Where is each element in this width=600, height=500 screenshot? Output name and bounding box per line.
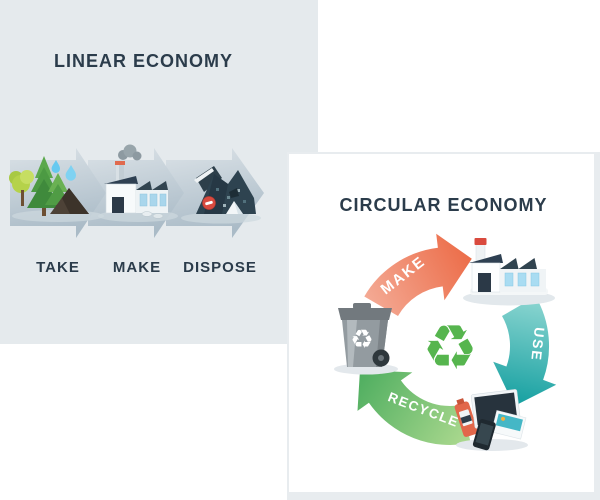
battery-terminal [456, 398, 465, 406]
prohibition-sign-icon [202, 196, 216, 210]
factory-window [159, 193, 167, 207]
factory-window [139, 193, 148, 207]
step-label-dispose: DISPOSE [183, 259, 257, 276]
sign-bar [205, 200, 213, 206]
factory-window [517, 272, 527, 287]
step-label-make: MAKE [112, 259, 162, 276]
product-sneaker [141, 211, 153, 217]
circular-economy-title: CIRCULAR ECONOMY [339, 195, 548, 215]
linear-flow-graphic [9, 144, 264, 238]
factory-window [504, 272, 514, 287]
bin-lid-handle [353, 303, 371, 309]
water-drops-icon [51, 160, 76, 181]
chimney-cap [115, 161, 125, 165]
factory-window [149, 193, 158, 207]
circular-economy-panel: CIRCULAR ECONOMY MAKE [287, 152, 600, 500]
make-arrow [364, 233, 472, 316]
trees-illustration [9, 156, 104, 222]
leafy-tree-canopy [20, 170, 34, 184]
raw-material-mound-shade [62, 188, 89, 214]
recycle-symbol-icon: ♻ [422, 311, 478, 384]
electronics-shadow [456, 439, 528, 451]
factory-roof [104, 176, 138, 184]
trash-bin-illustration: ♻ [334, 303, 398, 375]
garbage-speck [237, 189, 240, 192]
sawtooth-roof [500, 258, 519, 269]
water-drop [51, 160, 60, 173]
crumpled-paper-fold [234, 201, 243, 214]
waste-pile-illustration [181, 166, 261, 224]
sawtooth-roof [152, 181, 168, 190]
use-arrow [493, 296, 557, 406]
garbage-speck [223, 204, 226, 207]
garbage-speck [227, 196, 230, 199]
pine-tree-small [48, 173, 68, 192]
smartphone [472, 419, 496, 451]
factory-roof [469, 254, 503, 263]
tree-trunk [21, 190, 24, 206]
product-sneaker [152, 213, 164, 219]
use-arrow-label: USE [528, 326, 548, 362]
factory-illustration [98, 144, 178, 222]
discarded-appliance-edge [194, 168, 214, 183]
garbage-hole [229, 188, 239, 198]
linear-economy-title: LINEAR ECONOMY [53, 51, 233, 71]
discarded-appliance [196, 166, 222, 192]
sawtooth-roof [136, 181, 152, 190]
garbage-speck [243, 200, 246, 203]
phone-screen [475, 422, 494, 446]
water-drop [65, 165, 76, 181]
step-label-take: TAKE [36, 259, 80, 276]
battery-band [460, 414, 472, 424]
factory-door [478, 273, 491, 292]
smoke-puff [132, 151, 142, 161]
chimney-highlight [116, 163, 119, 189]
electronics-illustration [454, 389, 528, 451]
circular-flow-graphic: MAKE USE RECYCLE ♻ [334, 233, 557, 451]
bin-wheel-hub [378, 355, 384, 361]
chimney [116, 163, 124, 189]
factory-door [112, 197, 124, 213]
battery [454, 398, 478, 437]
bin-lid [338, 308, 392, 320]
photo-sun [501, 416, 506, 421]
linear-economy-panel: LINEAR ECONOMY [0, 0, 318, 344]
bin-recycle-icon: ♻ [350, 325, 373, 355]
factory-window [530, 272, 540, 287]
garbage-speck [216, 188, 219, 191]
bin-highlight [347, 320, 357, 367]
ground-shadow [181, 212, 261, 224]
photo-cards [491, 410, 527, 440]
tree-trunk [42, 208, 46, 216]
sawtooth-roof [518, 258, 537, 269]
chimney-cap [474, 238, 487, 245]
recycle-arrow [357, 370, 471, 445]
factory-illustration-circular [463, 238, 555, 306]
